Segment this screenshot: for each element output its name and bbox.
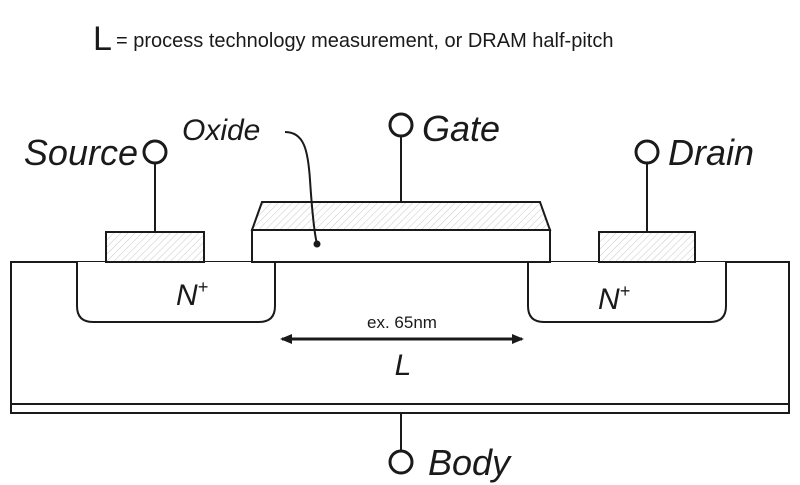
source-terminal-icon: [142, 139, 168, 165]
gate-oxide: [251, 229, 551, 263]
oxide-leader-dot: [313, 240, 321, 248]
body-label: Body: [428, 442, 512, 483]
caption-symbol: L: [93, 20, 112, 58]
drain-terminal-icon: [634, 139, 660, 165]
gate-label: Gate: [422, 108, 500, 149]
n-well-right: [527, 262, 727, 323]
source-label: Source: [24, 132, 138, 173]
n-well-left: [76, 262, 276, 323]
oxide-label: Oxide: [182, 114, 260, 147]
drain-contact: [598, 231, 696, 263]
dimension-example: ex. 65nm: [367, 313, 437, 332]
dimension-symbol: L: [395, 349, 412, 382]
n-plus-right-label: N+: [598, 281, 630, 316]
drain-label: Drain: [668, 132, 754, 173]
n-plus-left-label: N+: [176, 277, 208, 312]
oxide-leader-line: [284, 131, 318, 245]
gate-terminal-icon: [388, 112, 414, 138]
gate-electrode: [250, 201, 552, 231]
source-contact: [105, 231, 205, 263]
body-terminal-icon: [388, 449, 414, 475]
caption-text: = process technology measurement, or DRA…: [116, 30, 613, 52]
body-contact-bar: [10, 403, 790, 414]
